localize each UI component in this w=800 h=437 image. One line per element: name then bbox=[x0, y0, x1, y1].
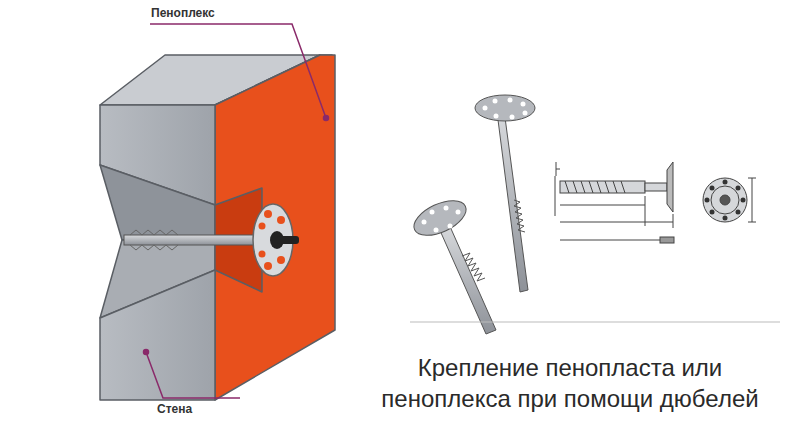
dowel-diagonal bbox=[409, 193, 496, 334]
caption: Крепление пенопласта или пеноплекса при … bbox=[360, 352, 780, 414]
technical-drawing bbox=[555, 162, 756, 243]
divider-line bbox=[410, 322, 780, 323]
dowel-vertical bbox=[475, 95, 535, 292]
part-label: Пеноплекс bbox=[151, 6, 215, 20]
leader-line bbox=[144, 24, 329, 398]
wall-block bbox=[100, 55, 335, 400]
dowel-in-wall bbox=[124, 204, 299, 276]
part-label: Стена bbox=[157, 402, 192, 416]
